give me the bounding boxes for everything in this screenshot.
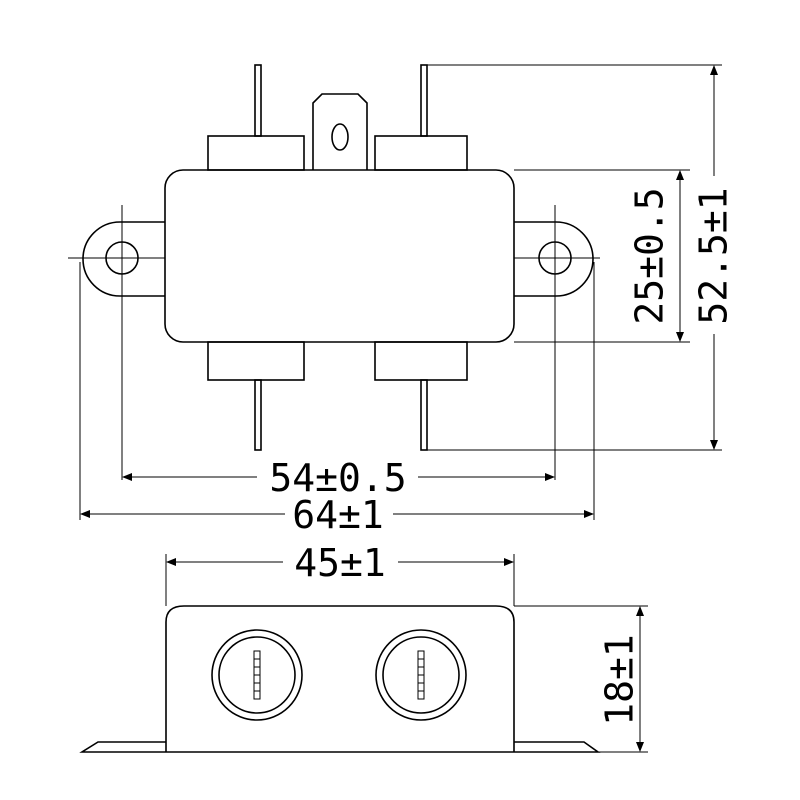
dim-overall-length: 52.5±1 xyxy=(692,187,736,324)
dim-height: 18±1 xyxy=(598,634,642,726)
ground-tab xyxy=(312,93,368,170)
ground-tab-hole xyxy=(331,123,349,151)
dim-overall-width: 64±1 xyxy=(292,493,384,537)
main-body xyxy=(164,169,515,343)
pin-bottom-left xyxy=(254,379,262,451)
pin-bottom-right xyxy=(420,379,428,451)
terminal-housing-bottom-left xyxy=(207,341,305,381)
terminal-right-slot-marks xyxy=(418,658,424,692)
terminal-right-inner xyxy=(382,636,460,714)
terminal-housing-bottom-right xyxy=(374,341,468,381)
front-body xyxy=(165,605,515,752)
pin-top-right xyxy=(420,64,428,137)
terminal-left-slot-marks xyxy=(254,658,260,692)
terminal-left-inner xyxy=(218,636,296,714)
terminal-housing-top-left xyxy=(207,135,305,171)
top-view: 54±0.5 64±1 25±0.5 52.5±1 xyxy=(68,64,736,537)
terminal-left-outer xyxy=(211,629,303,721)
left-mount-ear xyxy=(82,221,165,297)
base-flange xyxy=(79,741,601,753)
dim-body-depth: 25±0.5 xyxy=(628,187,672,324)
pin-top-left xyxy=(254,64,262,137)
dim-52-5-text-bg xyxy=(700,176,732,334)
terminal-right-outer xyxy=(375,629,467,721)
dim-body-width: 45±1 xyxy=(294,541,386,585)
front-view: 45±1 18±1 xyxy=(79,541,648,753)
terminal-housing-top-right xyxy=(374,135,468,171)
right-mount-ear xyxy=(514,221,594,297)
dim-18-text-bg xyxy=(606,630,638,730)
dim-mount-hole-spacing: 54±0.5 xyxy=(269,456,406,500)
